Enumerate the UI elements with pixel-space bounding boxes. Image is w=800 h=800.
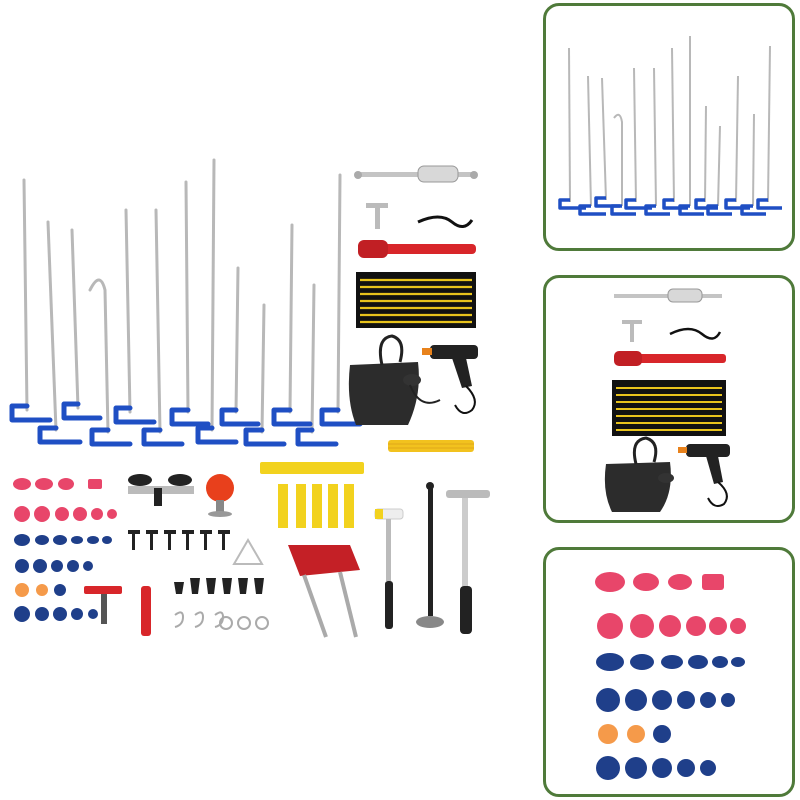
triangle-icon <box>232 538 264 565</box>
cable-icon <box>669 327 722 340</box>
t-handle-icon <box>366 203 388 229</box>
rods-closeup-image <box>558 36 782 216</box>
glue-tabs-set <box>13 478 117 622</box>
tap-down-hammer-icon <box>374 508 404 629</box>
t-handle-icon <box>622 320 642 342</box>
red-t-bar-icon <box>84 586 151 636</box>
reflector-line-board <box>356 272 476 328</box>
suction-lifter-stand-icon <box>416 482 444 628</box>
suction-cup-icon <box>206 474 234 517</box>
slide-hammer-icon <box>354 165 478 183</box>
red-pry-bar-icon <box>614 351 726 366</box>
bridge-puller-icon <box>128 474 194 506</box>
mini-lifter-icon <box>288 545 360 638</box>
main-product-photo <box>9 158 490 638</box>
cross-pein-hammer-icon <box>446 490 490 634</box>
red-pry-bar-icon <box>358 240 476 258</box>
glue-gun-icon <box>422 345 478 415</box>
reflector-line-board <box>612 380 726 436</box>
s-hooks-icon <box>174 611 269 630</box>
cable-icon <box>417 215 474 228</box>
air-wedge-pump-icon <box>604 436 674 512</box>
glue-tabs-closeup-image <box>595 572 746 780</box>
dent-rods-set <box>9 158 363 447</box>
accessories-closeup-panel <box>543 275 795 523</box>
rods-closeup-panel <box>543 3 795 251</box>
pulling-tips-set <box>128 530 264 594</box>
glue-tabs-closeup-panel <box>543 547 795 797</box>
glue-sticks-icon <box>388 440 474 452</box>
air-wedge-pump-icon <box>348 334 441 425</box>
accessories-closeup-image <box>604 288 730 512</box>
yellow-knockdown-set <box>260 462 364 528</box>
glue-gun-icon <box>678 444 730 507</box>
slide-hammer-icon <box>614 288 722 303</box>
